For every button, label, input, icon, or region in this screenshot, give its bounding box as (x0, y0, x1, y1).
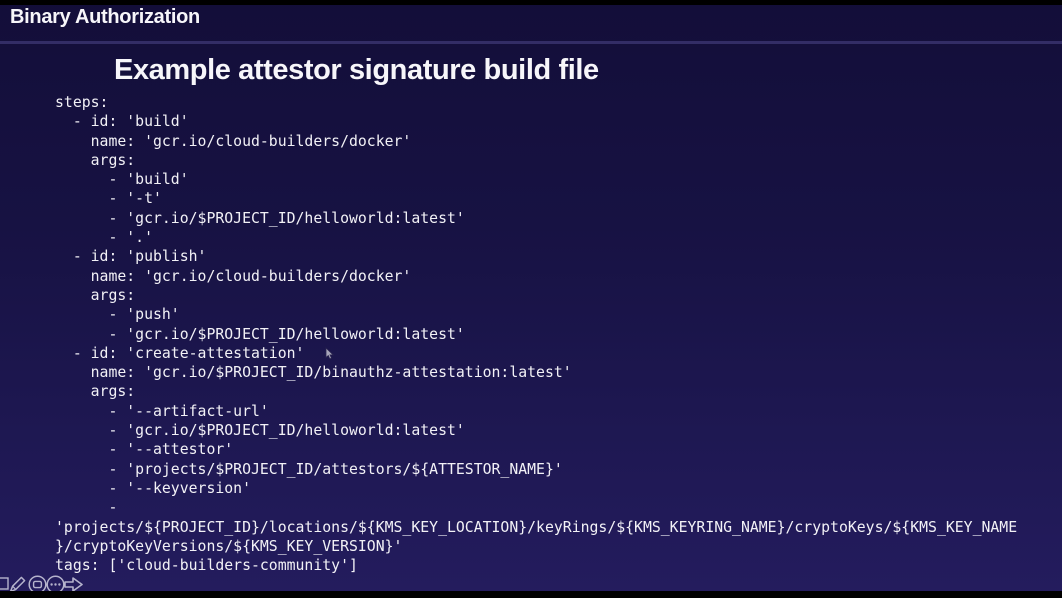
pencil-icon[interactable] (8, 574, 28, 594)
slide-title: Example attestor signature build file (114, 54, 599, 86)
mouse-cursor-icon (325, 347, 335, 360)
yaml-code-block: steps: - id: 'build' name: 'gcr.io/cloud… (55, 94, 1018, 575)
next-arrow-icon[interactable] (63, 576, 84, 593)
deck-title: Binary Authorization (10, 6, 200, 28)
top-letterbox-strip (0, 0, 1062, 5)
square-icon[interactable] (0, 577, 9, 590)
annotation-toolbar (0, 574, 100, 596)
bottom-letterbox-strip (0, 591, 1062, 598)
header-divider (0, 41, 1062, 44)
